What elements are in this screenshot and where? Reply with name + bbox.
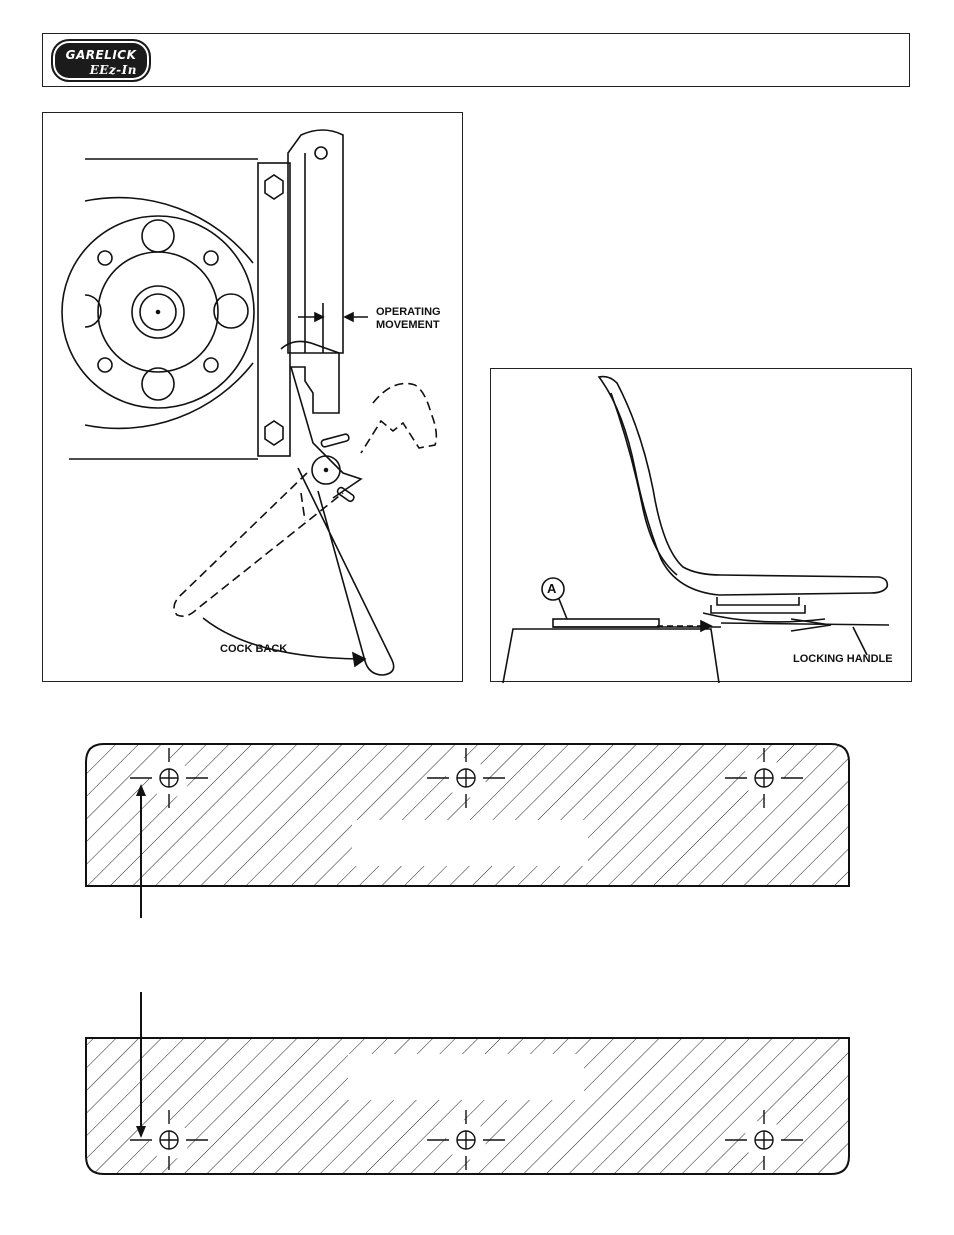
template-plate-bottom xyxy=(86,1038,849,1174)
template-plate-top xyxy=(86,744,849,886)
